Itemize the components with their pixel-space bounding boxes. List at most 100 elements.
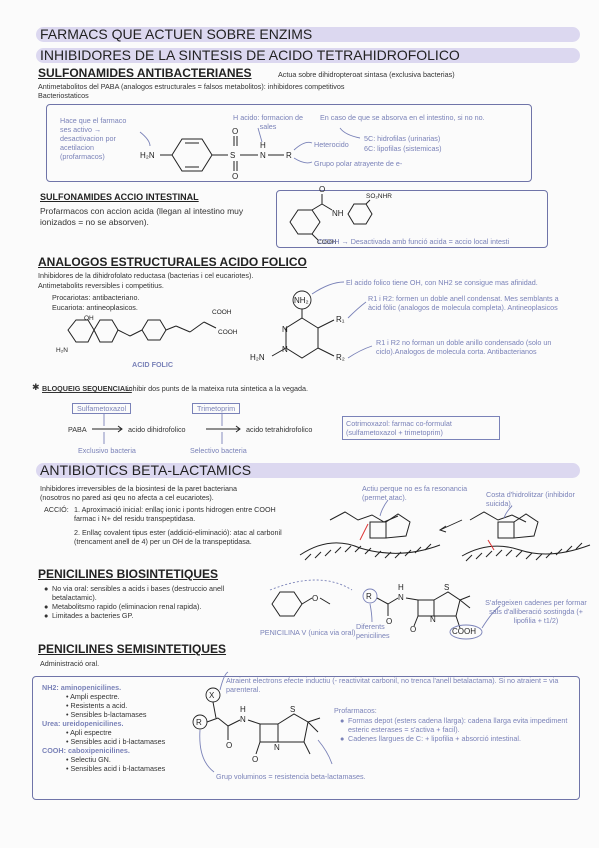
title-band: FARMACS QUE ACTUEN SOBRE ENZIMS — [36, 26, 580, 42]
prof-item-text: Formas depot (esters cadena llarga): cad… — [348, 716, 568, 734]
semi-r: R — [196, 718, 202, 727]
prof-item-text: Cadenes llargues de C: + lipofilia + abs… — [348, 734, 521, 743]
semisint-note-x: Atraient electrons efecte inductiu (- re… — [226, 676, 559, 694]
pen-cooh: COOH — [452, 627, 476, 636]
beta-accio: ACCIÓ: — [44, 505, 69, 514]
semisint-profarm: Profarmacos: — [334, 706, 377, 715]
folic-line4: Eucariota: antineoplasicos. — [52, 303, 138, 312]
biosint-list: ●No via oral: sensibles a acids i bases … — [44, 584, 264, 620]
bullet-icon: ● — [44, 584, 49, 593]
selectivo-bacteria: Selectivo bacteria — [190, 446, 247, 455]
pyr-nh2: NH₂ — [294, 296, 309, 305]
pen-o: O — [312, 594, 318, 603]
intest-nh: NH — [332, 209, 344, 218]
trimetoprim-box: Trimetoprim — [192, 403, 241, 414]
prof-item: ●Formas depot (esters cadena llarga): ca… — [340, 716, 570, 734]
bullet-icon: ● — [340, 716, 345, 725]
biosint-item-text: No via oral: sensibles a acids i bases (… — [52, 584, 225, 602]
pyr-r1: R₁ — [336, 315, 345, 324]
semisint-heading: PENICILINES SEMISINTETIQUES — [38, 642, 227, 656]
biosint-note-cad: S'afegeixen cadenes per formar sals d'al… — [485, 598, 587, 625]
sulfa-note-absorb: En caso de que se absorva en el intestin… — [320, 113, 485, 122]
folic-oh: OH — [84, 315, 94, 322]
mol-n: N — [260, 151, 266, 160]
group-item: • Sensibles b-lactamases — [66, 710, 147, 719]
semi-s: S — [290, 705, 295, 714]
sulfa-note-hetero: Heterocido — [314, 140, 349, 149]
page-subtitle: INHIBIDORES DE LA SINTESIS DE ACIDO TETR… — [40, 47, 460, 63]
beta-step1: 1. Aproximació inicial: enllaç ionic i p… — [74, 505, 276, 523]
cotrimoxazol-box: Cotrimoxazol: farmac co-formulat (sulfam… — [342, 416, 500, 440]
folic-line3: Procariotas: antibacteriano. — [52, 293, 140, 302]
intest-cooh: COOH — [317, 239, 337, 246]
prof-item: ●Cadenes llargues de C: + lipofilia + ab… — [340, 734, 570, 743]
intestinal-heading: SULFONAMIDES ACCIO INTESTINAL — [40, 192, 199, 202]
group-title: NH2: aminopenicilines. — [42, 683, 122, 692]
folic-note-nh2: El acido folico tiene OH, con NH2 se con… — [346, 278, 538, 287]
pyr-n2: N — [282, 345, 288, 354]
sulfa-heading-note: Actua sobre dihidropteroat sintasa (excl… — [278, 70, 455, 79]
group-item: • Apli espectre — [66, 728, 112, 737]
beta-note-actiu: Actiu perque no es fa resonancia (permet… — [362, 484, 468, 502]
pyr-r2: R₂ — [336, 353, 345, 362]
intestinal-note: COOH → Desactivada amb funció acida = ac… — [318, 237, 510, 246]
sulfa-note-5c: 5C: hidrofilas (urinarias) — [364, 134, 441, 143]
group-item: • Sensibles acid i b-lactamases — [66, 764, 166, 773]
pyr-h2n: H₂N — [250, 353, 265, 362]
intest-so2nhr: SO₂NHR — [366, 193, 392, 200]
pen-o3: O — [410, 625, 416, 634]
pen-r: R — [366, 592, 372, 601]
beta-step2: 2. Enllaç covalent tipus ester (addició-… — [74, 528, 282, 546]
semisint-box — [32, 676, 580, 800]
pen-n: N — [398, 593, 404, 602]
beta-band: ANTIBIOTICS BETA-LACTAMICS — [36, 462, 580, 478]
folic-note-r1r2b: R1 i R2 no forman un doble anillo conden… — [376, 338, 552, 356]
semisint-groups: NH2: aminopenicilines. • Ampli espectre.… — [42, 683, 202, 773]
mol-o-top: O — [232, 127, 238, 136]
semisint-prof-list: ●Formas depot (esters cadena llarga): ca… — [340, 716, 570, 743]
mol-h2n: H₂N — [140, 151, 155, 160]
group-item: • Selectiu GN. — [66, 755, 111, 764]
folic-cooh-1: COOH — [212, 309, 232, 316]
pyr-n1: N — [282, 325, 288, 334]
sulfa-line2: Bacteriostaticos — [38, 91, 89, 100]
penicilina-v-label: PENICILINA V (unica via oral) — [260, 628, 356, 637]
biosint-heading: PENICILINES BIOSINTETIQUES — [38, 567, 219, 581]
sulfametoxazol-box: Sulfametoxazol — [72, 403, 132, 414]
biosint-item: ●Limitades a bacteries GP. — [44, 611, 264, 620]
biosint-item: ●Metabolitsmo rapido (eliminacion renal … — [44, 602, 264, 611]
pen-o2: O — [386, 617, 392, 626]
bullet-icon: ● — [44, 602, 49, 611]
group-title: COOH: caboxipenicilines. — [42, 746, 130, 755]
group-item: • Sensibles acid i b-lactamases — [66, 737, 166, 746]
semi-h: H — [240, 705, 246, 714]
dihidrofolico-label: acido dihidrofolico — [128, 425, 186, 434]
sulfa-box — [46, 104, 532, 182]
mol-o-bottom: O — [232, 172, 238, 181]
biosint-item: ●No via oral: sensibles a acids i bases … — [44, 584, 264, 602]
exclusivo-bacteria: Exclusivo bacteria — [78, 446, 136, 455]
mol-s: S — [230, 151, 235, 160]
sulfa-line1: Antimetabolitos del PABA (analogos estru… — [38, 82, 345, 91]
sulfa-note-prodrug: Hace que el farmaco ses activo → desacti… — [60, 116, 127, 161]
semi-x: X — [209, 691, 215, 700]
intest-o: O — [319, 185, 325, 194]
group-item: • Resistents a acid. — [66, 701, 128, 710]
semi-n2: N — [274, 743, 280, 752]
semi-o: O — [226, 741, 232, 750]
group-title: Urea: ureidopenicilines. — [42, 719, 124, 728]
biosint-note-diff: Diferents penicilines — [356, 622, 390, 640]
folic-heading: ANALOGOS ESTRUCTURALES ACIDO FOLICO — [38, 255, 307, 269]
page-title: FARMACS QUE ACTUEN SOBRE ENZIMS — [40, 26, 313, 42]
semisint-note-grup: Grup voluminos = resistencia beta-lactam… — [216, 772, 366, 781]
intestinal-box — [276, 190, 548, 248]
semi-n: N — [240, 715, 246, 724]
pen-s: S — [444, 583, 449, 592]
beta-line1: Inhibidores irreversibles de la biosinte… — [40, 484, 237, 493]
